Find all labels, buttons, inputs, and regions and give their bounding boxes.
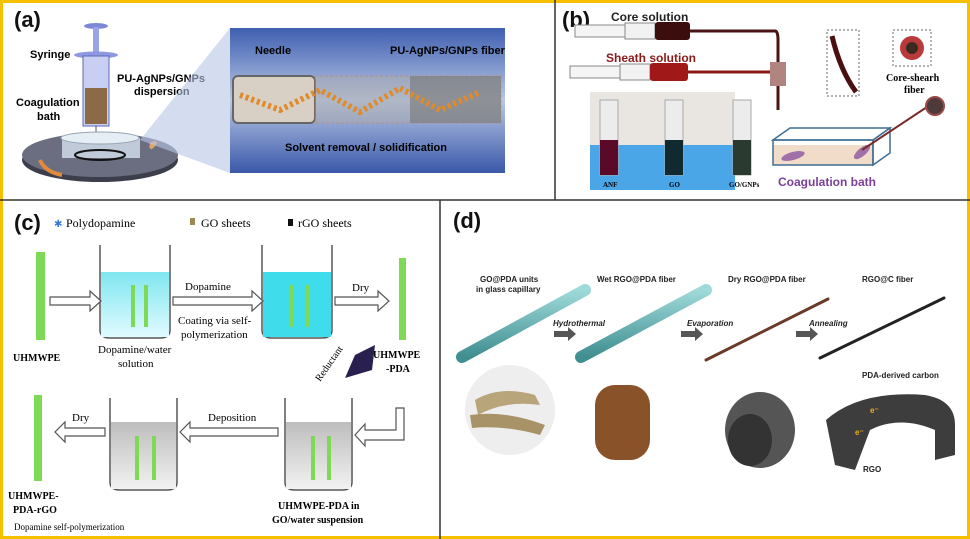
panel-d: (d) GO@PDA units in glass capillary Wet … (453, 208, 955, 474)
uhmwpe-pda-rgo-label: UHMWPE- (8, 491, 59, 502)
step-label: Hydrothermal (553, 319, 606, 328)
carbon-fiber (818, 296, 946, 360)
carbon-layer-illustration (826, 394, 955, 470)
rgo-label: RGO (863, 465, 881, 474)
legend-item: rGO sheets (298, 216, 352, 230)
step-label: Evaporation (687, 319, 733, 328)
uhmwpe-fiber (36, 252, 45, 340)
stage-label: RGO@C fiber (862, 275, 913, 284)
capillary-go-pda (456, 284, 591, 363)
panel-b: (b) ANF GO GO/GNPs (562, 7, 945, 190)
pipette-icon (345, 345, 375, 378)
suspension-label: UHMWPE-PDA in (278, 501, 360, 512)
uhmwpe-label: UHMWPE (13, 353, 61, 364)
dry-label: Dry (352, 282, 370, 294)
beaker-coating (261, 245, 333, 339)
uhmwpe-pda-rgo-label: PDA-rGO (13, 505, 57, 516)
stage-label: in glass capillary (476, 285, 541, 294)
process-arrows (49, 289, 405, 448)
legend-item: GO sheets (201, 216, 251, 230)
step-label: Annealing (808, 319, 848, 328)
panel-c: (c) ✱ Polydopamine GO sheets rGO sheets … (8, 210, 421, 532)
solvent-label: Solvent removal / solidification (285, 142, 447, 154)
uhmwpe-pda-label: -PDA (386, 364, 411, 375)
sheath-solution-label: Sheath solution (606, 51, 696, 65)
wet-fiber-cross-section (595, 385, 650, 460)
stage-label: GO@PDA units (480, 275, 539, 284)
fiber-label: fiber (904, 85, 925, 96)
reductant-label: Reductant (313, 344, 345, 384)
uhmwpe-pda-label: UHMWPE (373, 350, 421, 361)
uhmwpe-pda-rgo-fiber (34, 395, 42, 481)
needle-label: Needle (255, 45, 291, 57)
beaker-go-suspension (284, 398, 353, 491)
panel-label: (a) (14, 7, 41, 32)
stage-label: Wet RGO@PDA fiber (597, 275, 676, 284)
beaker-deposition (109, 398, 178, 491)
carbon-label: PDA-derived carbon (862, 371, 939, 380)
vial-label: ANF (603, 181, 617, 189)
bath-label: bath (37, 111, 61, 123)
electron-label: e⁻ (855, 428, 864, 437)
cross-section-zoom (892, 29, 932, 67)
dry-fiber (704, 297, 830, 362)
panel-label: (d) (453, 208, 481, 233)
coating-label: polymerization (181, 329, 248, 341)
beaker-dopamine (99, 245, 171, 339)
caption: Dopamine self-polymerization (14, 522, 125, 532)
syringe-illustration (74, 23, 118, 158)
electron-label: e⁻ (870, 406, 879, 415)
core-solution-label: Core solution (611, 10, 688, 24)
solution-label: solution (118, 358, 154, 370)
uhmwpe-pda-fiber (399, 258, 406, 340)
dry-label: Dry (72, 412, 90, 424)
capillary-wet-fiber (575, 284, 712, 363)
syringe-label: Syringe (30, 49, 70, 61)
coating-label: Coating via self- (178, 315, 252, 327)
bath-label: Coagulation (16, 97, 80, 109)
panel-a: (a) Syringe PU-AgNPs/GNPs dispersion Coa… (14, 7, 506, 182)
coagulation-bath-illustration (22, 131, 178, 182)
go-sheet-legend-icon (190, 218, 195, 225)
solution-label: Dopamine/water (98, 344, 172, 356)
suspension-label: GO/water suspension (272, 515, 364, 526)
vial-label: GO/GNPs (729, 181, 760, 189)
zoom-callout (140, 28, 230, 173)
dispersion-label: PU-AgNPs/GNPs (117, 73, 205, 85)
coagulation-bath-box (770, 96, 945, 167)
fiber-label: PU-AgNPs/GNPs fiber (390, 45, 506, 57)
core-syringe (574, 22, 780, 110)
vial-label: GO (669, 181, 680, 189)
polydopamine-legend-icon: ✱ (54, 219, 62, 230)
dispersion-label: dispersion (134, 86, 190, 98)
step-arrows (554, 327, 818, 341)
fiber-label: Core-shearh (886, 73, 940, 84)
legend-item: Polydopamine (66, 216, 135, 230)
rgo-sheet-legend-icon (288, 219, 293, 226)
coagulation-bath-label: Coagulation bath (778, 175, 876, 189)
panel-label: (c) (14, 210, 41, 235)
deposition-label: Deposition (208, 412, 257, 424)
fiber-zoom (826, 29, 860, 97)
sheath-syringe (569, 62, 786, 86)
stage-label: Dry RGO@PDA fiber (728, 275, 806, 284)
dopamine-label: Dopamine (185, 281, 231, 293)
